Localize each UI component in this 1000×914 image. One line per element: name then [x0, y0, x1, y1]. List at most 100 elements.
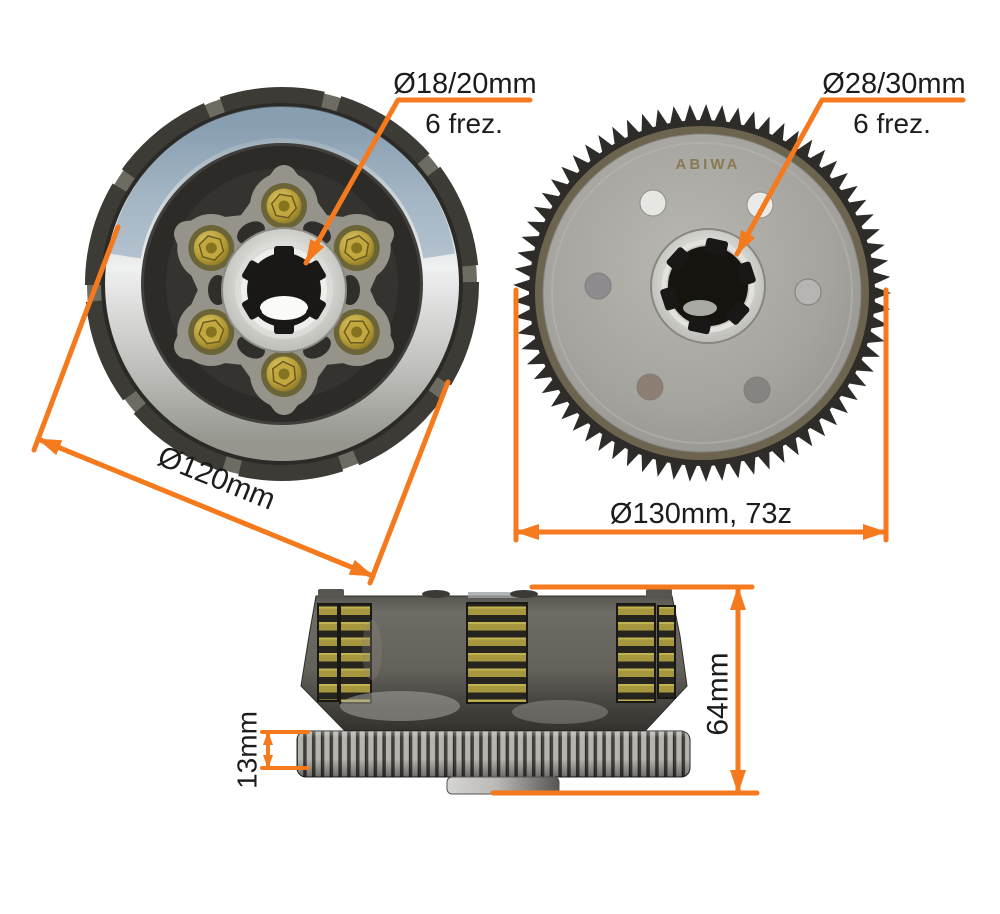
gear-tooth [853, 214, 874, 229]
gear-tooth [795, 426, 813, 447]
gear-tooth [551, 179, 571, 197]
gear-tooth [818, 406, 838, 426]
gear-tooth [846, 370, 867, 387]
gear-tooth [585, 422, 603, 442]
basket-top-tab [646, 589, 672, 598]
gear-bore-splines [660, 237, 756, 335]
worn-patch [512, 700, 608, 724]
dimension-annotations [31, 97, 966, 796]
label-gear-thickness: 13mm [232, 711, 263, 789]
clutch-bore-splines [242, 246, 326, 334]
clutch-bolts-group [188, 183, 380, 397]
gear-tooth [756, 449, 770, 470]
gear-tooth [870, 271, 891, 286]
gear-tooth [521, 235, 542, 250]
spline-notch [274, 246, 294, 260]
clutch-side-view-photo [296, 589, 691, 795]
gear-tooth [818, 160, 838, 180]
gear-tooth [655, 109, 669, 130]
gear-tooth [756, 116, 770, 137]
clutch-ring-blue-reflection [109, 106, 455, 259]
gear-tooth [641, 451, 655, 473]
gear-tooth [864, 329, 885, 344]
gear-tooth [684, 104, 698, 124]
gear-tooth [684, 462, 698, 482]
gear-tooth [859, 229, 880, 243]
gear-band-shading [297, 731, 690, 777]
gear-tooth [769, 442, 785, 463]
gear-tooth [868, 315, 889, 329]
gear-hole [636, 373, 664, 401]
gear-tooth [853, 357, 874, 372]
gear-tooth [572, 412, 591, 431]
gear-tooth [517, 249, 538, 264]
gear-tooth [742, 111, 756, 132]
gear-tooth [517, 322, 538, 337]
clutch-bolt [333, 309, 380, 355]
gear-tooth [585, 144, 603, 164]
gear-tooth [598, 431, 615, 451]
label-gear-spec: Ø130mm, 73z [610, 498, 792, 530]
gear-teeth-group [513, 104, 891, 482]
gear-tooth [669, 459, 684, 480]
gear-tooth [828, 172, 848, 191]
gear-tooth [807, 149, 826, 169]
gear-tooth [838, 383, 858, 401]
leader-line-left-bore [303, 97, 533, 266]
spline-notch [242, 260, 262, 283]
worn-patch [340, 691, 460, 721]
gear-tooth [541, 377, 562, 394]
gear-tooth [641, 113, 655, 135]
gear-tooth [795, 139, 813, 160]
gear-hole [584, 272, 612, 300]
gear-tooth [868, 257, 889, 271]
gear-tooth [514, 307, 535, 322]
gear-tooth [669, 106, 684, 127]
gear-tooth [727, 107, 742, 128]
clutch-bolt [333, 225, 380, 271]
gear-tooth [551, 389, 571, 407]
spline-notch [242, 297, 262, 320]
gear-tooth [513, 293, 533, 308]
gear-hole [639, 189, 667, 217]
gear-tooth [612, 439, 628, 460]
gear-bore-light [683, 300, 717, 316]
gear-tooth [864, 242, 885, 257]
clutch-inner-edge [141, 143, 423, 425]
gear-tooth [521, 336, 542, 351]
gear-tooth [561, 401, 581, 420]
gear-tooth [769, 123, 785, 144]
clutch-bore-light [260, 296, 308, 320]
friction-plate-stack [616, 603, 656, 703]
spline-notch [274, 320, 294, 334]
label-left-bore-line1: Ø18/20mm [393, 68, 536, 100]
clutch-bolt [188, 309, 235, 355]
gear-tooth [828, 395, 848, 414]
label-left-bore-line2: 6 frez. [425, 108, 503, 139]
leader-line-right-bore [734, 97, 966, 257]
gear-tooth [838, 185, 858, 203]
gear-tooth [783, 435, 799, 456]
gear-tooth [514, 264, 535, 279]
gear-tooth [742, 454, 756, 475]
gear-hole [743, 376, 771, 404]
gear-tooth [859, 343, 880, 357]
gear-tooth [871, 286, 891, 300]
gear-face-ring [551, 142, 853, 444]
gear-tooth [541, 192, 562, 209]
gear-tooth [713, 461, 728, 481]
spline-notch [660, 286, 680, 311]
label-assembly-height: 64mm [702, 652, 735, 735]
friction-plate-stack [466, 602, 528, 704]
label-right-bore-line1: Ø28/30mm [822, 68, 965, 100]
basket-top-strip [468, 592, 524, 598]
extension-line-clutch-left [31, 224, 121, 453]
spline-notch [736, 261, 756, 286]
spline-notch [306, 297, 326, 320]
label-right-bore-line2: 6 frez. [853, 108, 931, 139]
gear-tooth [612, 126, 628, 147]
gear-tooth [626, 119, 641, 140]
clutch-assembly-photo [85, 87, 479, 481]
